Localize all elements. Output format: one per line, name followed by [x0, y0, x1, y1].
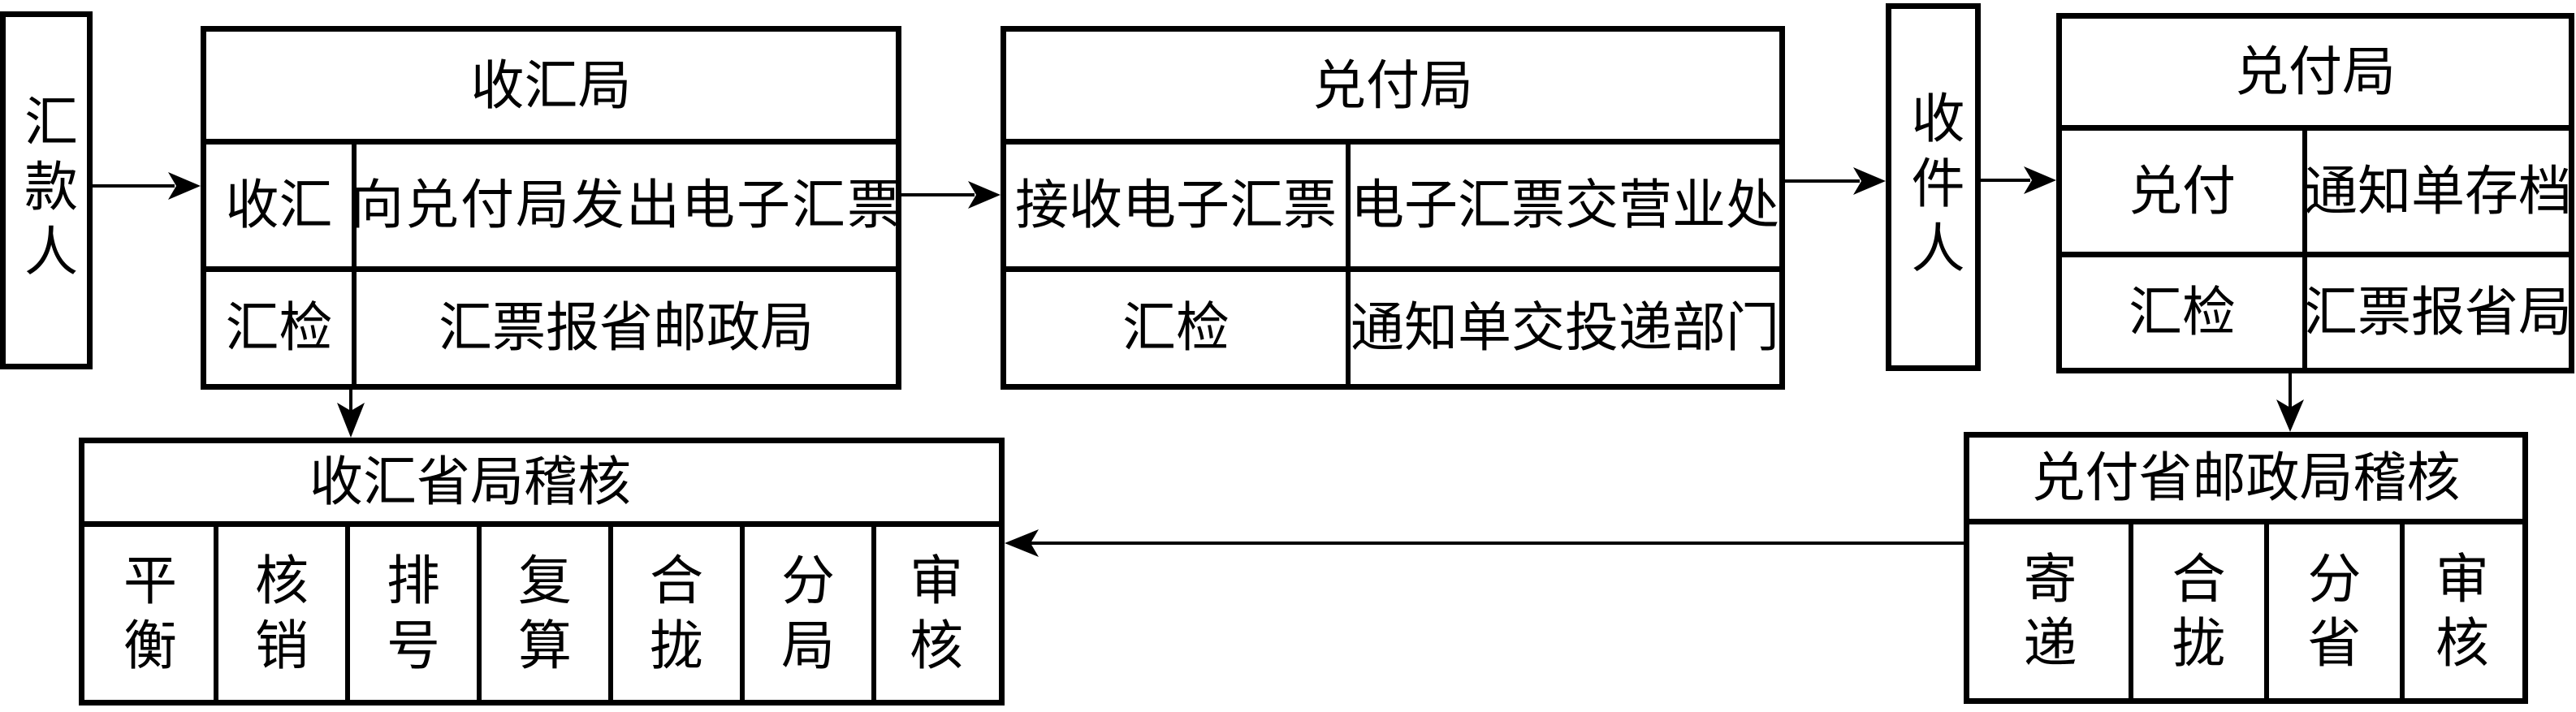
paying-2-row-1-left: 兑付 [2129, 159, 2236, 222]
paying-row-2-left: 汇检 [1122, 296, 1230, 359]
divider [477, 527, 482, 700]
audit-step: 合拢 [611, 527, 742, 700]
audit-step-char: 拢 [2172, 612, 2226, 675]
divider [608, 527, 613, 700]
audit-step-char: 分 [781, 550, 835, 613]
divider [871, 527, 876, 700]
audit-step: 审核 [874, 527, 999, 700]
audit-step-char: 省 [2307, 612, 2362, 675]
divider [740, 527, 745, 700]
audit-step-char: 局 [781, 614, 835, 677]
recipient-box: 收件人 [1886, 3, 1981, 371]
paying-office-2-title: 兑付局 [2235, 40, 2396, 103]
paying-audit-steps: 寄递合拢分省审核 [1969, 524, 2522, 698]
remitter-box: 汇款人 [0, 11, 93, 369]
receiving-row-2-left: 汇检 [225, 296, 333, 359]
audit-step-char: 核 [255, 550, 309, 613]
audit-step-char: 审 [910, 550, 963, 613]
divider [2400, 524, 2405, 698]
paying-province-audit-box: 兑付省邮政局稽核 寄递合拢分省审核 [1964, 432, 2528, 704]
audit-step-char: 递 [2023, 612, 2077, 675]
recipient-label: 收件人 [1891, 9, 1975, 365]
audit-step-char: 核 [2436, 612, 2489, 675]
paying-row-2-right: 通知单交投递部门 [1351, 296, 1779, 359]
divider [345, 527, 350, 700]
arrow-paying-to-recipient [1785, 167, 1886, 195]
audit-step-char: 排 [387, 550, 440, 613]
audit-step-char: 合 [2172, 547, 2226, 611]
audit-step-char: 核 [910, 614, 963, 677]
audit-step-char: 拢 [650, 614, 703, 677]
audit-step: 复算 [479, 527, 611, 700]
divider [206, 266, 896, 272]
audit-step: 合拢 [2131, 524, 2267, 698]
audit-step-char: 销 [255, 614, 309, 677]
audit-step-char: 合 [650, 550, 703, 613]
paying-audit-title: 兑付省邮政局稽核 [2031, 447, 2461, 509]
divider [2129, 524, 2133, 698]
divider [2062, 125, 2569, 131]
audit-step-char: 号 [387, 614, 440, 677]
audit-step-char: 寄 [2023, 547, 2077, 611]
arrow-paying-audit-to-receiving-audit [1005, 529, 1964, 557]
remitter-label: 汇款人 [6, 17, 87, 364]
paying-row-1-left: 接收电子汇票 [1015, 174, 1337, 236]
paying-2-row-2-left: 汇检 [2129, 281, 2236, 343]
receiving-audit-title: 收汇省局稽核 [309, 451, 631, 513]
divider [352, 142, 357, 384]
audit-step: 分省 [2267, 524, 2402, 698]
paying-office-2-box: 兑付局 兑付 通知单存档 汇检 汇票报省局 [2056, 13, 2574, 373]
divider [1346, 142, 1351, 384]
divider [84, 521, 999, 527]
divider [2264, 524, 2269, 698]
arrow-receiving-to-audit [337, 390, 365, 438]
arrow-remitter-to-receiving [93, 172, 201, 200]
divider [1006, 139, 1779, 145]
receiving-row-1-left: 收汇 [225, 174, 333, 236]
receiving-row-1-right: 向兑付局发出电子汇票 [350, 174, 902, 236]
arrow-receiving-to-paying [901, 181, 1001, 209]
divider [214, 527, 218, 700]
audit-step: 平衡 [84, 527, 216, 700]
audit-step-char: 算 [518, 614, 572, 677]
receiving-office-box: 收汇局 收汇 向兑付局发出电子汇票 汇检 汇票报省邮政局 [201, 26, 901, 390]
audit-step: 审核 [2402, 524, 2522, 698]
audit-step-char: 分 [2307, 547, 2362, 611]
divider [2302, 128, 2307, 368]
arrow-paying-2-to-audit [2276, 373, 2304, 432]
audit-step-char: 平 [123, 550, 177, 613]
audit-step: 核销 [216, 527, 348, 700]
recipient-label-text: 收件人 [1902, 89, 1965, 285]
divider [206, 139, 896, 145]
remitter-label-text: 汇款人 [15, 93, 78, 288]
receiving-audit-steps: 平衡核销排号复算合拢分局审核 [84, 527, 999, 700]
audit-step: 分局 [742, 527, 874, 700]
receiving-office-title: 收汇局 [470, 54, 632, 117]
audit-step: 寄递 [1969, 524, 2131, 698]
paying-2-row-1-right: 通知单存档 [2304, 159, 2572, 222]
paying-office-box: 兑付局 接收电子汇票 电子汇票交营业处 汇检 通知单交投递部门 [1001, 26, 1785, 390]
paying-2-row-2-right: 汇票报省局 [2304, 281, 2572, 343]
arrow-recipient-to-paying-2 [1981, 166, 2056, 194]
audit-step: 排号 [348, 527, 479, 700]
receiving-province-audit-box: 收汇省局稽核 平衡核销排号复算合拢分局审核 [79, 438, 1005, 706]
audit-step-char: 审 [2436, 547, 2489, 611]
paying-row-1-right: 电子汇票交营业处 [1351, 174, 1779, 236]
divider [1969, 519, 2522, 524]
audit-step-char: 衡 [123, 614, 177, 677]
receiving-row-2-right: 汇票报省邮政局 [439, 296, 814, 359]
paying-office-title: 兑付局 [1312, 54, 1473, 117]
divider [2062, 252, 2569, 257]
divider [1006, 266, 1779, 272]
audit-step-char: 复 [518, 550, 572, 613]
